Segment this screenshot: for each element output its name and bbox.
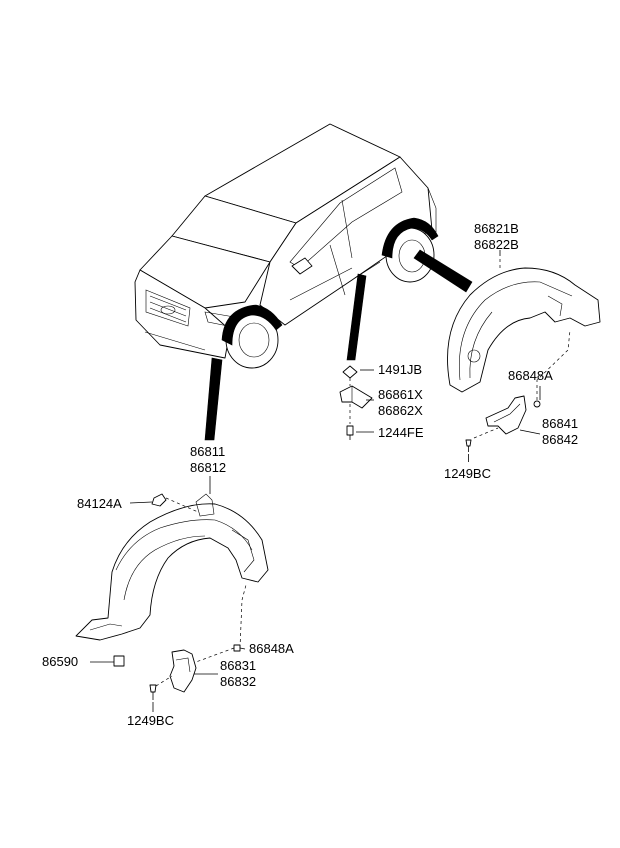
label-bracket-2: 86862X xyxy=(378,403,423,418)
front-hardware xyxy=(113,493,247,700)
label-front-screw: 1249BC xyxy=(127,713,174,728)
label-bracket-1: 86861X xyxy=(378,387,423,402)
label-front-guard-2: 86812 xyxy=(190,460,226,475)
label-rear-flap-1: 86841 xyxy=(542,416,578,431)
label-rear-guard-2: 86822B xyxy=(474,237,519,252)
label-rear-screw: 1249BC xyxy=(444,466,491,481)
label-front-flap-2: 86832 xyxy=(220,674,256,689)
callout-wedges xyxy=(204,249,473,441)
part-labels: 86821B 86822B 1491JB 86861X 86862X 1244F… xyxy=(42,221,578,728)
label-rear-clip: 86848A xyxy=(508,368,553,383)
front-mud-flap xyxy=(169,649,197,693)
bracket-assembly xyxy=(339,365,373,440)
label-clip-top: 1491JB xyxy=(378,362,422,377)
rear-hardware xyxy=(465,329,571,452)
rear-wheel-guard xyxy=(447,256,601,393)
label-front-nut: 84124A xyxy=(77,496,122,511)
rear-mud-flap xyxy=(485,395,527,435)
label-front-guard-1: 86811 xyxy=(190,444,225,459)
label-front-bolt: 86590 xyxy=(42,654,78,669)
label-rear-flap-2: 86842 xyxy=(542,432,578,447)
label-front-flap-1: 86831 xyxy=(220,658,256,673)
label-front-clip: 86848A xyxy=(249,641,294,656)
front-wheel-guard xyxy=(75,493,269,641)
label-bolt: 1244FE xyxy=(378,425,424,440)
label-rear-guard-1: 86821B xyxy=(474,221,519,236)
vehicle-illustration xyxy=(134,123,439,369)
leader-lines xyxy=(90,250,541,712)
